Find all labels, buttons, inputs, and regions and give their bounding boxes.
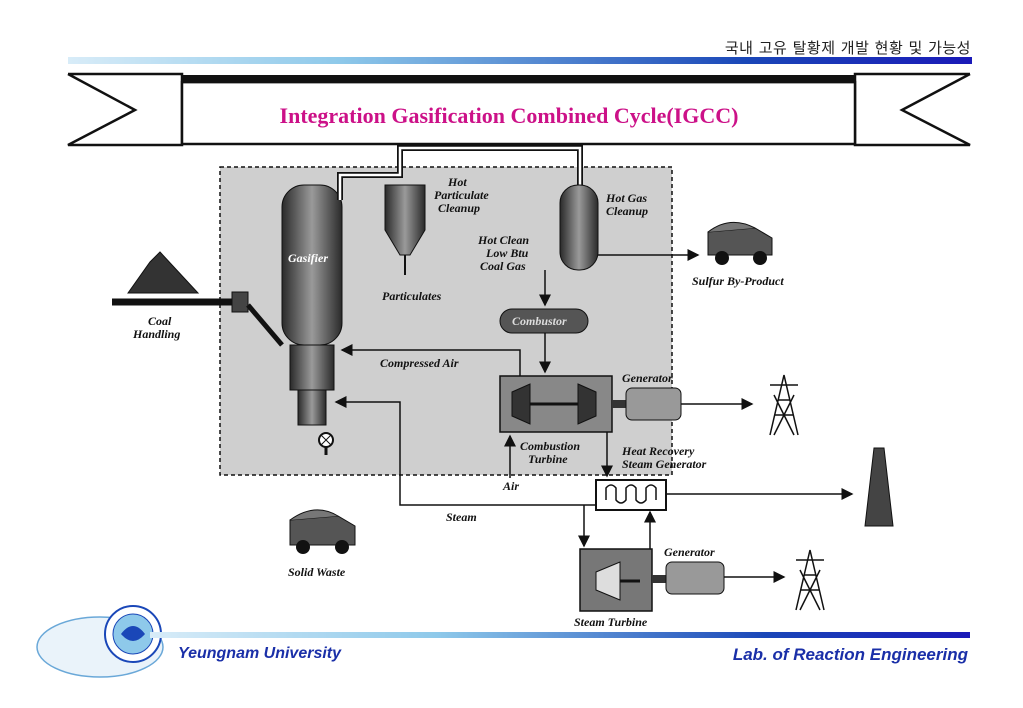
sulfur-by-product-label: Sulfur By-Product xyxy=(692,274,784,288)
power-tower-icon-top xyxy=(769,374,799,436)
coal-handling-line1: Coal xyxy=(148,314,172,328)
header-rule xyxy=(68,57,972,64)
steam-label: Steam xyxy=(446,510,477,524)
gasifier-vessel xyxy=(281,184,343,346)
gasifier-label: Gasifier xyxy=(288,251,328,265)
coal-pile-icon xyxy=(127,251,200,294)
generator-bottom xyxy=(665,561,725,595)
university-seal-logo xyxy=(36,605,164,678)
hrsg-line1: Heat Recovery xyxy=(621,444,695,458)
particulates-label: Particulates xyxy=(382,289,442,303)
korean-header-title: 국내 고유 탈황제 개발 현황 및 가능성 xyxy=(724,39,971,57)
hot-gas-cleanup-vessel xyxy=(559,184,599,271)
air-label: Air xyxy=(502,479,519,493)
steam-turbine-label: Steam Turbine xyxy=(574,615,648,629)
combustion-turbine-line2: Turbine xyxy=(528,452,568,466)
footer-lab: Lab. of Reaction Engineering xyxy=(732,645,968,664)
particulate-cleanup-line2: Particulate xyxy=(434,188,489,202)
cyclone xyxy=(384,184,426,256)
clean-gas-line3: Coal Gas xyxy=(480,259,526,273)
sulfur-truck-icon xyxy=(707,221,773,265)
stack-icon xyxy=(864,447,894,527)
power-tower-icon-bottom xyxy=(795,549,825,611)
clean-gas-line1: Hot Clean xyxy=(477,233,529,247)
clean-gas-line2: Low Btu xyxy=(485,246,529,260)
hot-gas-cleanup-line2: Cleanup xyxy=(606,204,648,218)
particulate-cleanup-line1: Hot xyxy=(447,175,467,189)
solid-waste-truck-icon xyxy=(289,509,356,554)
footer-rule xyxy=(150,632,970,638)
particulate-cleanup-line3: Cleanup xyxy=(438,201,480,215)
combustor xyxy=(499,308,589,334)
compressed-air-label: Compressed Air xyxy=(380,356,459,370)
generator-top-label: Generator xyxy=(622,371,673,385)
generator-top xyxy=(625,387,682,421)
combustion-turbine-line1: Combustion xyxy=(520,439,580,453)
footer-university: Yeungnam University xyxy=(178,645,342,662)
hot-gas-cleanup-line1: Hot Gas xyxy=(605,191,647,205)
hrsg-line2: Steam Generator xyxy=(622,457,707,471)
generator-bottom-label: Generator xyxy=(664,545,715,559)
slide-title: Integration Gasification Combined Cycle(… xyxy=(279,103,739,128)
combustor-label: Combustor xyxy=(512,314,567,328)
coal-handling-line2: Handling xyxy=(132,327,180,341)
solid-waste-label: Solid Waste xyxy=(288,565,346,579)
